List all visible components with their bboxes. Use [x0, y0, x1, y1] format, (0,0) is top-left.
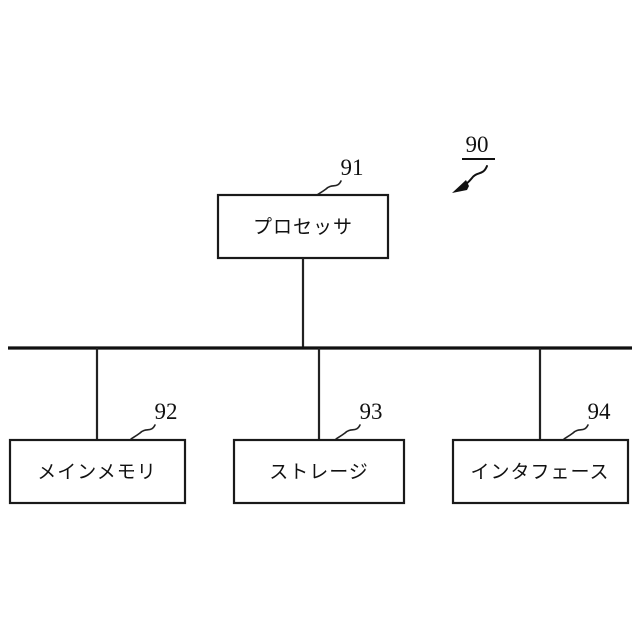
- overall-system-reference-group: 90: [452, 132, 495, 193]
- reference-number-90: 90: [466, 132, 489, 157]
- reference-90-arrow-head: [452, 180, 469, 193]
- reference-number-92: 92: [155, 399, 178, 424]
- processor-box: [216, 193, 390, 260]
- storage-box: [232, 438, 406, 505]
- node-processor: 91 プロセッサ: [216, 155, 390, 260]
- interface-box: [451, 438, 630, 505]
- reference-number-91: 91: [341, 155, 364, 180]
- node-interface: 94 インタフェース: [451, 399, 630, 505]
- leader-line-91: [316, 180, 342, 196]
- main-memory-box: [8, 438, 187, 505]
- node-main-memory: 92 メインメモリ: [8, 399, 187, 505]
- leader-line-92: [130, 424, 156, 440]
- reference-number-93: 93: [360, 399, 383, 424]
- node-storage: 93 ストレージ: [232, 399, 406, 505]
- processor-label: プロセッサ: [253, 216, 353, 238]
- reference-number-94: 94: [588, 399, 612, 424]
- interface-label: インタフェース: [470, 461, 609, 483]
- storage-label: ストレージ: [269, 461, 369, 483]
- leader-line-94: [563, 424, 589, 440]
- leader-line-93: [335, 424, 361, 440]
- main-memory-label: メインメモリ: [37, 461, 156, 483]
